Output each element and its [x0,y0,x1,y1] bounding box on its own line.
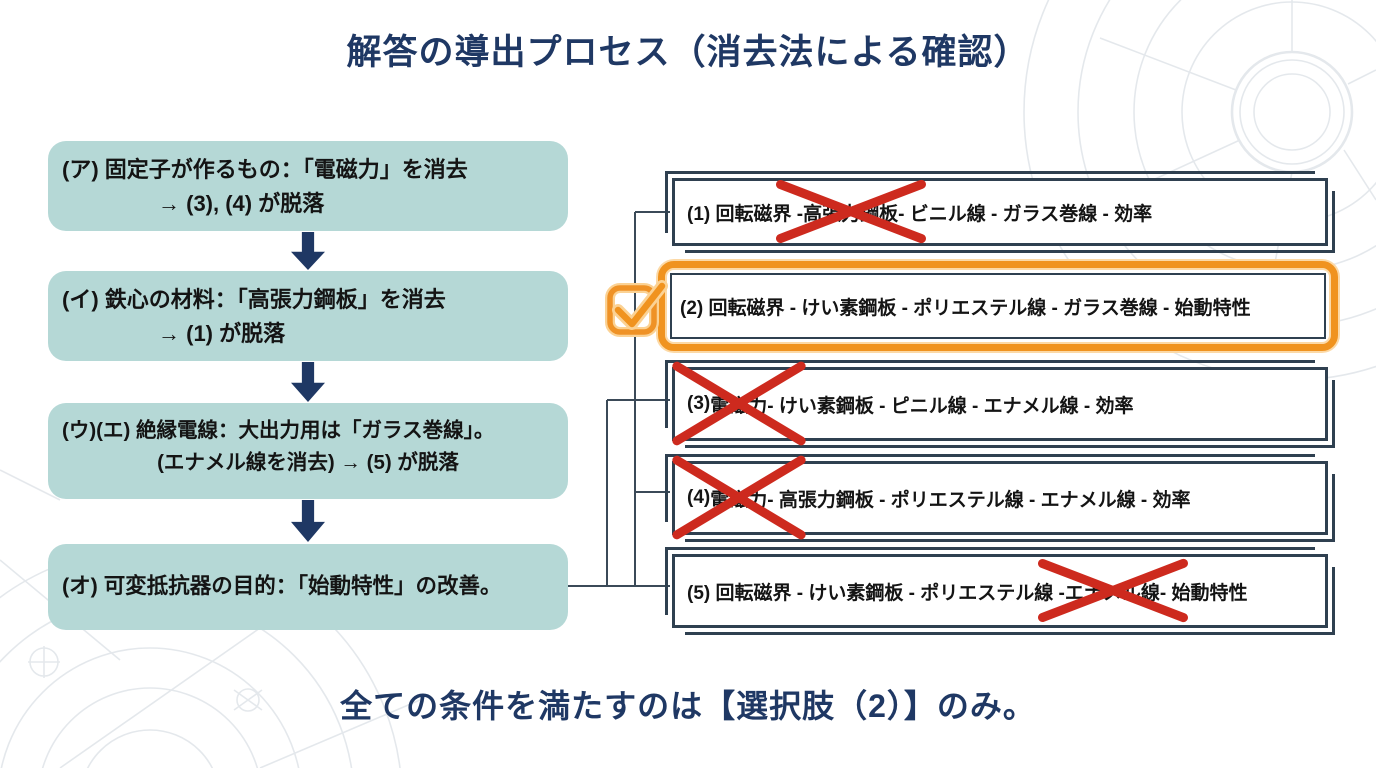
red-x-icon: 高張力鋼板 [803,199,898,226]
option-row-3: (3) 電磁力 - けい素鋼板 - ピニル線 - エナメル線 - 効率 [665,360,1335,448]
red-x-icon: 電磁力 [710,485,767,512]
step-d-label: (オ) 可変抵抗器の目的：「始動特性」の改善。 [62,574,502,599]
option-4-text-tail: - 高張力鋼板 - ポリエステル線 - エナメル線 - 効率 [767,489,1191,511]
option-3-text-tail: - けい素鋼板 - ピニル線 - エナメル線 - 効率 [767,395,1134,417]
option-1-text: (1) 回転磁界 - [687,203,804,225]
step-b-label: (イ) 鉄心の材料：「高張力鋼板」を消去 [62,287,446,312]
step-c-label: (ウ)(エ) 絶縁電線：大出力用は「ガラス巻線」。 [62,419,495,442]
option-5-text: (5) 回転磁界 - けい素鋼板 - ポリエステル線 - [687,582,1065,604]
option-2-text: (2) 回転磁界 - けい素鋼板 - ポリエステル線 - ガラス巻線 - 始動特… [680,297,1251,319]
option-row-1: (1) 回転磁界 - 高張力鋼板 - ビニル線 - ガラス巻線 - 効率 [665,171,1335,253]
red-x-icon: エナメル線 [1065,578,1160,605]
step-a-result: → (3), (4) が脱落 [158,191,325,217]
step-box-b: (イ) 鉄心の材料：「高張力鋼板」を消去 → (1) が脱落 [48,271,568,361]
conclusion-text: 全ての条件を満たすのは【選択肢（2）】のみ。 [340,688,1036,724]
option-row-4: (4) 電磁力 - 高張力鋼板 - ポリエステル線 - エナメル線 - 効率 [665,454,1335,542]
step-box-d: (オ) 可変抵抗器の目的：「始動特性」の改善。 [48,544,568,630]
step-box-a: (ア) 固定子が作るもの：「電磁力」を消去 → (3), (4) が脱落 [48,141,568,231]
option-4-text: (4) [687,487,711,508]
page-title: 解答の導出プロセス（消去法による確認） [346,33,1030,72]
option-1-text-tail: - ビニル線 - ガラス巻線 - 効率 [898,203,1153,225]
checkbox-check-icon [605,280,668,337]
option-3-text: (3) [687,393,711,414]
step-a-label: (ア) 固定子が作るもの：「電磁力」を消去 [62,157,468,182]
step-box-c: (ウ)(エ) 絶縁電線：大出力用は「ガラス巻線」。 (エナメル線を消去) → (… [48,403,568,499]
red-x-icon: 電磁力 [710,391,767,418]
option-row-5: (5) 回転磁界 - けい素鋼板 - ポリエステル線 - エナメル線 - 始動特… [665,547,1335,635]
option-row-2-highlight-frame: (2) 回転磁界 - けい素鋼板 - ポリエステル線 - ガラス巻線 - 始動特… [658,261,1338,351]
step-b-result: → (1) が脱落 [158,321,286,347]
option-row-2: (2) 回転磁界 - けい素鋼板 - ポリエステル線 - ガラス巻線 - 始動特… [670,273,1326,339]
step-c-result: (エナメル線を消去) → (5) が脱落 [157,450,459,474]
option-5-text-tail: - 始動特性 [1159,582,1248,604]
